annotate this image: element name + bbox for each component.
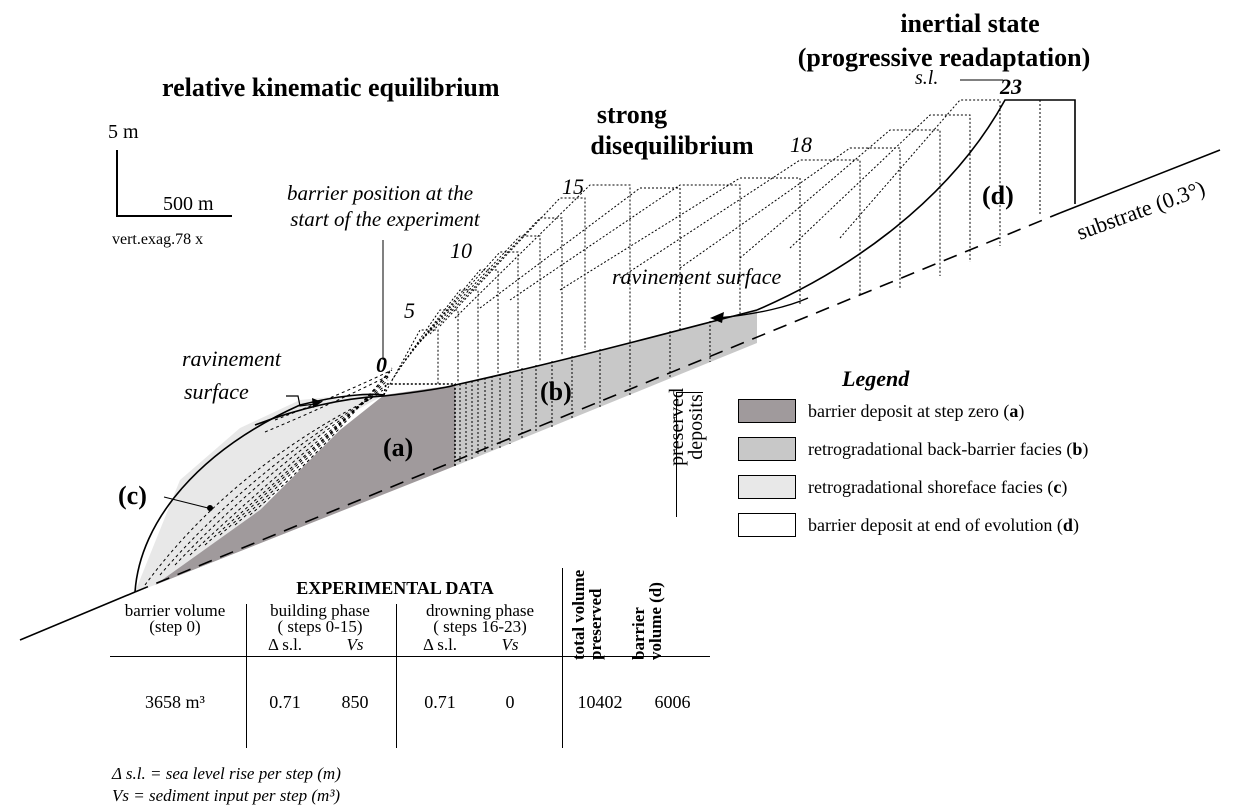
note-vs: Vs = sediment input per step (m³) — [112, 786, 341, 805]
col-total-header: total volume preserved — [569, 565, 605, 660]
label-c-pointer — [163, 496, 209, 509]
shoreface-profile — [134, 393, 385, 593]
legend-title: Legend — [842, 366, 910, 391]
drowning-vs-header: Vs — [501, 635, 519, 654]
legend-swatch-b — [738, 437, 796, 461]
substrate-line-right — [1059, 149, 1221, 214]
cell-total-preserved: 10402 — [577, 692, 623, 712]
legend: Legend preserved deposits barrier deposi… — [664, 366, 1204, 556]
col-building-line2: ( steps 0-15) — [277, 617, 363, 636]
legend-label-b: retrogradational back-barrier facies ( — [808, 438, 1073, 459]
note-dsl: Δ s.l. = sea level rise per step (m) — [112, 764, 341, 783]
step-label-15: 15 — [562, 174, 584, 199]
legend-item-a: barrier deposit at step zero (a) — [738, 398, 1024, 424]
barrier-step23-outline — [756, 99, 1076, 311]
legend-label-c: retrogradational shoreface facies ( — [808, 476, 1054, 497]
ravinement-right-label: ravinement surface — [612, 264, 781, 289]
legend-label-a: barrier deposit at step zero ( — [808, 400, 1010, 421]
col-drowning-line2: ( steps 16-23) — [433, 617, 527, 636]
ravinement-left-line1: ravinement — [182, 346, 282, 371]
scale-bar: 5 m 500 m vert.exag.78 x — [108, 121, 232, 248]
legend-swatch-c — [738, 475, 796, 499]
table-divider-3 — [562, 568, 563, 748]
col-total-line2: preserved — [586, 588, 605, 660]
legend-side-label: preserved deposits — [666, 372, 707, 482]
cell-barrier-volume: 3658 m³ — [145, 692, 205, 712]
deposit-b-fill — [455, 310, 757, 466]
building-vs-header: Vs — [346, 635, 364, 654]
col-building-line1: building phase — [270, 601, 370, 620]
legend-bracket — [676, 392, 703, 517]
step-label-5: 5 — [404, 298, 415, 323]
drowning-dsl-header: Δ s.l. — [422, 635, 458, 654]
back-barrier-layering — [459, 321, 711, 464]
scale-horizontal-label: 500 m — [163, 193, 214, 215]
step-label-23: 23 — [999, 74, 1022, 99]
legend-key-b: b — [1072, 438, 1083, 459]
shoreface-layering — [144, 367, 393, 586]
barrier-step-profiles — [383, 99, 1041, 396]
legend-item-b: retrogradational back-barrier facies (b) — [738, 436, 1088, 462]
substrate-label: substrate (0.3°) — [1073, 175, 1208, 245]
table-divider-2 — [396, 604, 397, 748]
cell-barrier-d: 6006 — [654, 692, 691, 712]
building-dsl-header: Δ s.l. — [267, 635, 303, 654]
ravinement-left-line2: surface — [184, 379, 249, 404]
step-label-18: 18 — [790, 132, 812, 157]
legend-close-a: ) — [1018, 400, 1025, 421]
table-divider-1 — [246, 604, 247, 748]
ravinement-arrow — [717, 297, 809, 319]
heading-inertial-line1: inertial state — [900, 9, 1039, 38]
legend-swatch-d — [738, 513, 796, 537]
ravinement-surface-left — [254, 384, 456, 426]
ravinement-left-pointer — [286, 395, 316, 407]
legend-key-d: d — [1062, 514, 1073, 535]
barrier-start-line1: barrier position at the — [287, 181, 473, 205]
legend-side-line2: deposits — [685, 394, 707, 460]
col-barrier-d-header: barrier volume (d) — [629, 565, 665, 660]
legend-close-c: ) — [1061, 476, 1068, 497]
sea-level-label: s.l. — [915, 67, 938, 89]
col-barrier-d-line1: barrier — [629, 607, 648, 660]
col-barrier-d-line2: volume (d) — [646, 582, 665, 660]
cell-building-vs: 850 — [341, 692, 369, 712]
heading-strong-line2: disequilibrium — [590, 131, 754, 160]
legend-item-d: barrier deposit at end of evolution (d) — [738, 512, 1079, 538]
heading-strong-line1: strong — [597, 100, 667, 129]
legend-label-d: barrier deposit at end of evolution ( — [808, 514, 1063, 535]
col-drowning-line1: drowning phase — [425, 601, 535, 620]
col-total-line1: total volume — [569, 569, 588, 660]
legend-swatch-a — [738, 399, 796, 423]
table-title: EXPERIMENTAL DATA — [296, 578, 494, 598]
legend-key-c: c — [1053, 476, 1062, 497]
step-label-0: 0 — [376, 352, 387, 377]
label-b: (b) — [540, 377, 572, 406]
barrier-start-line2: start of the experiment — [290, 207, 481, 231]
cell-drowning-dsl: 0.71 — [424, 692, 456, 712]
deposit-a-fill — [155, 385, 455, 585]
col-barrier-line2: (step 0) — [149, 617, 201, 636]
cell-building-dsl: 0.71 — [269, 692, 301, 712]
step-label-10: 10 — [450, 238, 472, 263]
heading-inertial-line2: (progressive readaptation) — [798, 43, 1091, 72]
col-barrier-line1: barrier volume — [124, 601, 226, 620]
legend-item-c: retrogradational shoreface facies (c) — [738, 474, 1067, 500]
label-a: (a) — [383, 433, 413, 462]
legend-key-a: a — [1009, 400, 1019, 421]
label-d: (d) — [982, 181, 1014, 210]
scale-vertical-label: 5 m — [108, 121, 139, 143]
substrate-buried — [134, 212, 1061, 593]
label-c: (c) — [118, 481, 147, 510]
scale-exaggeration-label: vert.exag.78 x — [112, 231, 203, 248]
table-rule — [110, 656, 710, 657]
legend-close-b: ) — [1082, 438, 1089, 459]
heading-relative-equilibrium: relative kinematic equilibrium — [162, 73, 500, 102]
legend-close-d: ) — [1072, 514, 1079, 535]
experimental-data-table: EXPERIMENTAL DATA barrier volume (step 0… — [110, 568, 710, 758]
cell-drowning-vs: 0 — [505, 692, 515, 712]
substrate-line — [19, 591, 136, 641]
barrier-step0-outline — [383, 383, 456, 466]
